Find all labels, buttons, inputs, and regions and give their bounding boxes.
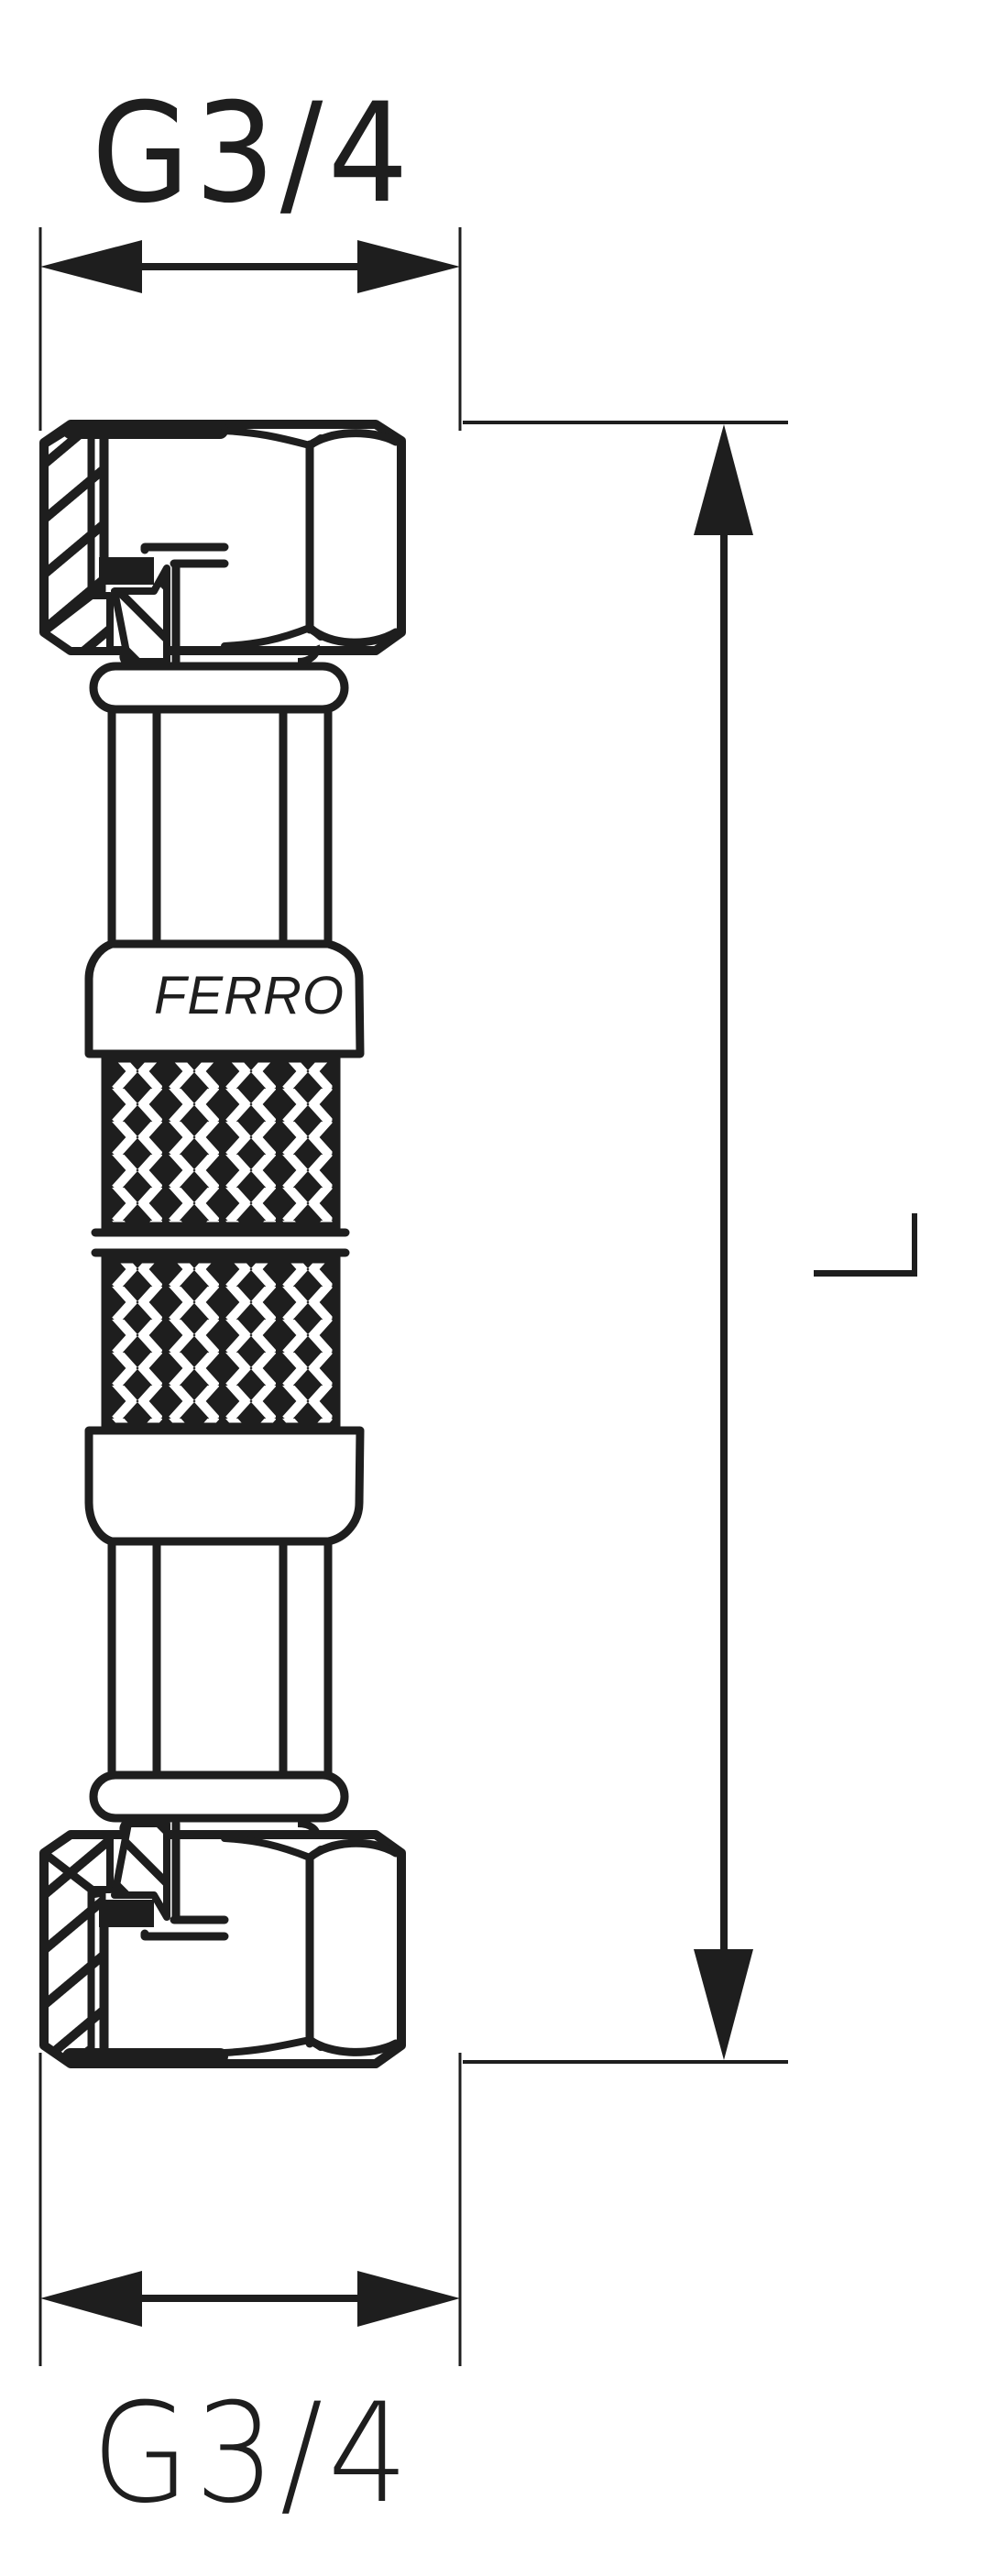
ferrule-brand-text: FERRO [154, 966, 345, 1025]
bottom-nut [39, 1814, 406, 2068]
bottom-thread-label: G3/4 [92, 2374, 414, 2534]
top-collar [89, 644, 349, 714]
braid-upper [101, 1054, 341, 1231]
braid-separator [91, 1228, 350, 1257]
length-label-glyph [814, 1213, 917, 1277]
bottom-tube [107, 1543, 333, 1773]
length-dimension [463, 421, 788, 2064]
top-thread-dimension [38, 227, 462, 431]
top-nut [39, 420, 406, 671]
top-tube [107, 711, 333, 944]
top-thread-label: G3/4 [92, 74, 414, 234]
top-ferrule [84, 939, 365, 1058]
bottom-ferrule [84, 1426, 365, 1546]
bottom-thread-dimension [38, 2053, 462, 2366]
braid-lower [101, 1255, 341, 1431]
